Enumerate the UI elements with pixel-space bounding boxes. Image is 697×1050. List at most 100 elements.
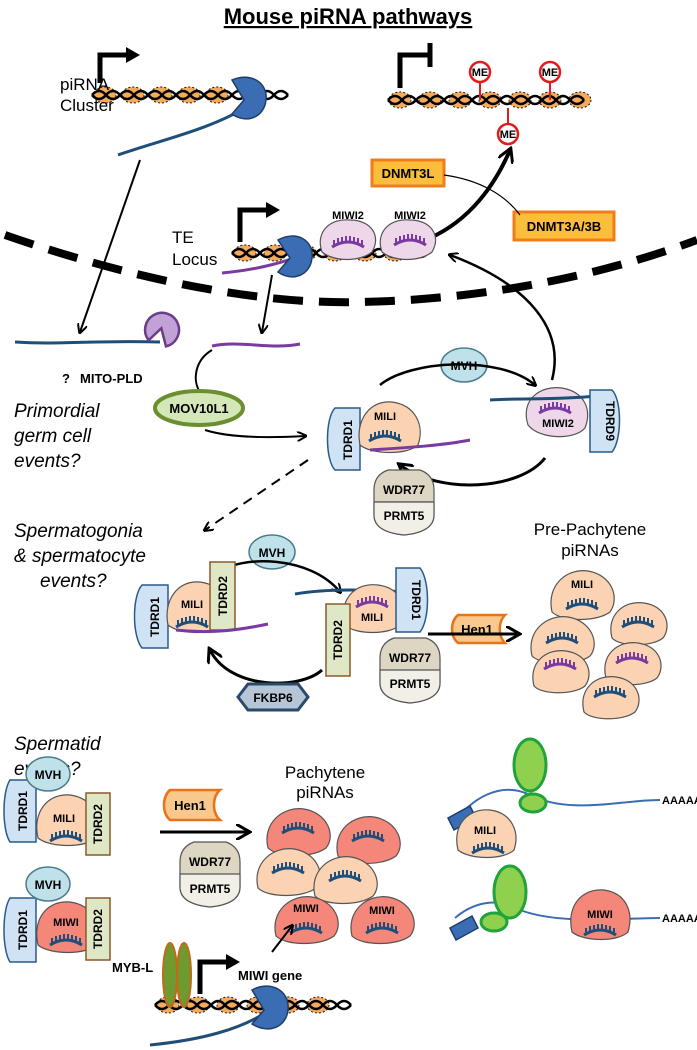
svg-text:MILI: MILI (571, 579, 593, 591)
miwi-gene-locus (149, 954, 353, 1047)
svg-text:Spermatid: Spermatid (14, 734, 102, 755)
fkbp6-hexagon: FKBP6 (236, 682, 310, 712)
te-transcript-arrow (262, 274, 273, 332)
svg-text:DNMT3L: DNMT3L (382, 166, 435, 181)
mili-primordial: MILI (358, 401, 421, 454)
svg-text:MILI: MILI (474, 825, 496, 837)
svg-text:TDRD1: TDRD1 (341, 420, 355, 460)
primary-transcript (14, 340, 161, 345)
nuclear-envelope (3, 231, 697, 307)
svg-text:& spermatocyte: & spermatocyte (14, 546, 146, 567)
svg-text:TDRD2: TDRD2 (91, 909, 105, 949)
te-locus-label-2: Locus (172, 250, 217, 269)
svg-text:MIWI2: MIWI2 (332, 210, 364, 222)
methylation-mark: ME (496, 122, 520, 146)
development-dashed-arrow (205, 459, 309, 530)
pirna-cluster-label: piRNA (60, 75, 110, 94)
svg-text:MVH: MVH (259, 546, 286, 560)
tdrd2-spermatogonia: TDRD2 (209, 561, 236, 631)
mov10l1-ellipse: MOV10L1 (153, 389, 245, 427)
pachytene-label: Pachytene (285, 763, 365, 782)
translation-mili: AAAAA MILI (447, 737, 697, 859)
svg-text:AAAAA: AAAAA (662, 795, 697, 807)
svg-text:MIWI: MIWI (293, 903, 319, 915)
methylated-te-locus (386, 43, 592, 124)
te-locus-label: TE (172, 228, 194, 247)
svg-text:MIWI2: MIWI2 (394, 210, 426, 222)
svg-text:ME: ME (500, 129, 517, 141)
svg-text:MIWI2: MIWI2 (542, 418, 574, 430)
translation-miwi: AAAAA MIWI (449, 864, 697, 942)
svg-text:MILI: MILI (361, 612, 383, 624)
svg-text:MIWI: MIWI (369, 905, 395, 917)
spermatid-complex-miwi: TDRD1 MVH MIWI TDRD2 (3, 866, 111, 963)
miwi-gene-label: MIWI gene (238, 968, 302, 983)
svg-text:Spermatogonia: Spermatogonia (14, 521, 143, 542)
mito-pld-enzyme (143, 311, 181, 348)
pachytene-cluster: MIWI MIWI (256, 808, 415, 945)
svg-text:ME: ME (472, 67, 489, 79)
methylation-mark: ME (468, 60, 492, 84)
svg-text:ME: ME (542, 67, 559, 79)
primordial-miwi2-transcript (489, 394, 596, 402)
svg-text:FKBP6: FKBP6 (253, 691, 293, 705)
svg-text:TDRD1: TDRD1 (16, 791, 30, 831)
myb-l-factor (162, 942, 192, 1008)
dnmt3a3b-box: DNMT3A/3B (512, 210, 616, 242)
svg-text:MIWI: MIWI (587, 909, 613, 921)
cluster-to-cytoplasm-arrow (80, 159, 141, 332)
miwi2-to-nucleus-arrow (450, 255, 556, 381)
svg-text:MOV10L1: MOV10L1 (169, 401, 228, 416)
svg-text:Primordial: Primordial (14, 401, 100, 422)
spermatogonia-left-transcript (175, 622, 269, 634)
tdrd9-primordial: TDRD9 (589, 389, 621, 453)
svg-text:WDR77: WDR77 (389, 651, 431, 665)
wdr77-prmt5-spermatid: WDR77 PRMT5 (179, 841, 241, 908)
pre-pachytene-cluster: MILI (530, 570, 668, 720)
svg-text:MIWI: MIWI (53, 917, 79, 929)
dnmt3l-box: DNMT3L (370, 158, 446, 188)
miwi-gene-arrow (271, 926, 292, 953)
pirna-cluster-locus (90, 47, 290, 157)
svg-text:PRMT5: PRMT5 (390, 677, 431, 691)
pingpong-arrow-top (379, 363, 535, 385)
pre-pachytene-label: Pre-Pachytene (534, 520, 646, 539)
svg-text:Hen1: Hen1 (174, 798, 206, 813)
mili-spermatogonia-right: MILI (342, 584, 404, 634)
svg-text:MILI: MILI (53, 813, 75, 825)
svg-text:DNMT3A/3B: DNMT3A/3B (527, 219, 601, 234)
svg-text:germ cell: germ cell (14, 426, 92, 447)
wdr77-prmt5-spermatogonia: WDR77 PRMT5 (379, 637, 441, 704)
tdrd1-spermatogonia: TDRD1 (133, 584, 169, 649)
miwi2-protein: MIWI2 (379, 210, 437, 261)
pre-pachytene-label-2: piRNAs (561, 541, 619, 560)
wdr77-prmt5-primordial: WDR77 PRMT5 (373, 469, 435, 536)
tdrd1-primordial: TDRD1 (326, 407, 361, 471)
svg-text:MVH: MVH (35, 768, 62, 782)
myb-l-label: MYB-L (112, 960, 153, 975)
svg-text:TDRD1: TDRD1 (148, 597, 162, 637)
svg-text:WDR77: WDR77 (383, 483, 425, 497)
svg-text:TDRD9: TDRD9 (603, 401, 617, 441)
mito-pld-label: MITO-PLD (80, 371, 143, 386)
silencing-arrow (429, 150, 510, 240)
mov10l1-arrow (204, 429, 305, 437)
svg-text:TDRD1: TDRD1 (16, 910, 30, 950)
svg-text:events?: events? (14, 451, 81, 472)
tdrd1-spermatogonia-right: TDRD1 (395, 567, 429, 633)
svg-text:AAAAA: AAAAA (662, 913, 697, 925)
mov10l1-link (194, 349, 213, 393)
methylation-mark: ME (538, 60, 562, 84)
svg-text:MILI: MILI (181, 599, 203, 611)
svg-text:events?: events? (40, 571, 107, 592)
hen1-spermatogonia: Hen1 (450, 613, 509, 645)
pirna-cluster-label-2: Cluster (60, 96, 114, 115)
tdrd2-spermatogonia-right: TDRD2 (325, 603, 351, 677)
svg-text:TDRD2: TDRD2 (331, 620, 345, 660)
svg-text:TDRD2: TDRD2 (91, 804, 105, 844)
mito-pld-question: ? (62, 371, 70, 386)
stage-label-primordial: Primordial germ cell events? (14, 401, 100, 472)
primordial-mili-transcript (369, 438, 471, 452)
pachytene-label-2: piRNAs (296, 783, 354, 802)
miwi2-protein: MIWI2 (319, 210, 377, 261)
